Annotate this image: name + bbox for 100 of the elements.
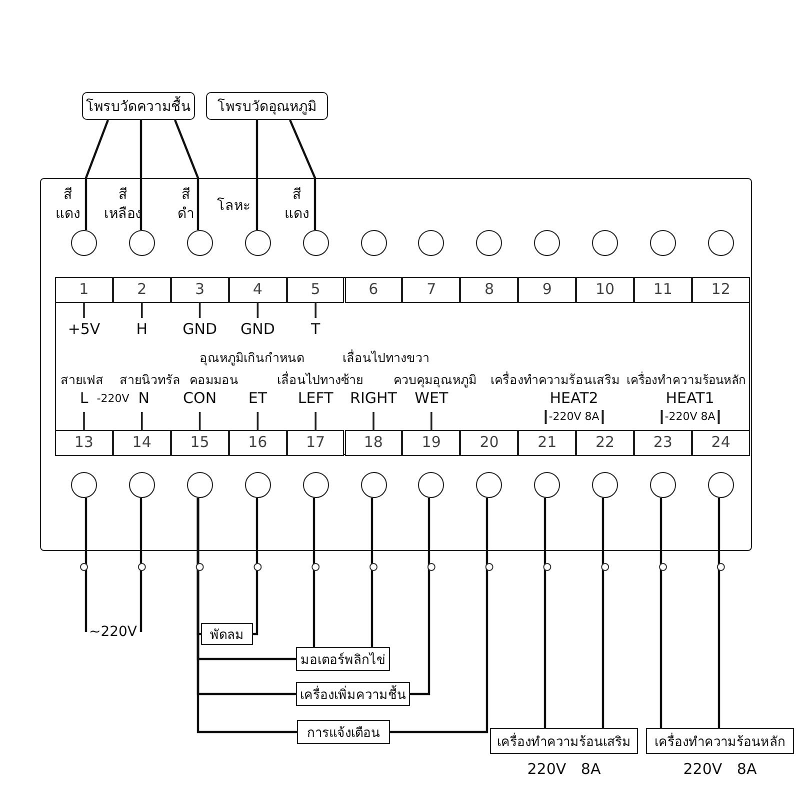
- screw-terminal: [302, 472, 329, 498]
- terminal-number: 12: [692, 277, 750, 303]
- screw-terminal: [534, 472, 560, 498]
- pin-label: T: [311, 320, 320, 339]
- terminal-number: 23: [634, 430, 692, 456]
- wire: [312, 498, 316, 647]
- terminal-number: 13: [55, 430, 113, 456]
- pin-label: N: [138, 389, 150, 408]
- screw-terminal: [71, 230, 97, 256]
- screw-terminal: [128, 230, 155, 256]
- function-label: สายนิวทรัล: [120, 372, 180, 388]
- screw-terminal: [71, 472, 97, 498]
- terminal-number: 22: [576, 430, 634, 456]
- function-label: เลื่อนไปทางซ้าย: [277, 372, 363, 388]
- function-label: คอมมอน: [190, 372, 238, 388]
- rating-label: -220V 8A: [660, 410, 720, 424]
- function-label: ควบคุมอุณหภูมิ: [394, 372, 476, 388]
- wire: [196, 498, 297, 734]
- wire: [84, 120, 110, 230]
- rating-label: 220V 8A: [527, 760, 601, 779]
- pin-label: HEAT1: [666, 389, 714, 408]
- wire: [253, 498, 258, 636]
- pin-label: H: [136, 320, 148, 339]
- wire: [660, 498, 662, 728]
- terminal-number: 7: [402, 277, 460, 303]
- function-label: สายเฟส: [60, 372, 104, 388]
- terminal-number: 6: [344, 277, 402, 303]
- terminal-number: 8: [460, 277, 518, 303]
- wire: [718, 498, 720, 728]
- terminal-number: 4: [228, 277, 287, 303]
- screw-terminal: [244, 472, 271, 498]
- pin-label: +5V: [68, 320, 100, 339]
- terminal-number: 24: [692, 430, 750, 456]
- device-box: พัดลม: [201, 623, 253, 645]
- wire-color-label: สี ดำ: [176, 186, 196, 224]
- screw-terminal: [418, 472, 444, 498]
- pin-label: RIGHT: [350, 389, 397, 408]
- terminal-number: 20: [460, 430, 518, 456]
- screw-terminal: [476, 472, 502, 498]
- screw-terminal: [418, 230, 444, 256]
- terminal-number: 2: [112, 277, 171, 303]
- pin-label: LEFT: [298, 389, 334, 408]
- wire-color-label: โลหะ: [217, 198, 251, 216]
- wire: [288, 120, 316, 230]
- wire: [370, 498, 374, 647]
- screw-terminal: [534, 230, 560, 256]
- pin-label: L: [80, 389, 88, 408]
- screw-terminal: [708, 230, 734, 256]
- screw-terminal: [360, 472, 386, 498]
- pin-label: ET: [248, 389, 267, 408]
- terminal-number: 17: [286, 430, 344, 456]
- function-label: เลื่อนไปทางขวา: [342, 350, 430, 366]
- function-label: อุณหภูมิเกินกำหนด: [200, 350, 304, 366]
- terminal-number: 14: [112, 430, 171, 456]
- screw-terminal: [186, 472, 213, 498]
- wire: [602, 498, 604, 728]
- terminal-number: 5: [286, 277, 344, 303]
- wire: [140, 498, 142, 632]
- voltage-label: ~220V: [90, 622, 136, 642]
- rating-label: 220V 8A: [683, 760, 757, 779]
- heater-box: เครื่องทำความร้อนหลัก: [646, 728, 794, 754]
- function-label: เครื่องทำความร้อนหลัก: [626, 373, 746, 388]
- wire-color-label: สี แดง: [284, 186, 310, 224]
- wire: [140, 120, 142, 230]
- heater-box: เครื่องทำความร้อนเสริม: [490, 728, 638, 754]
- screw-terminal: [186, 230, 213, 256]
- screw-terminal: [650, 472, 676, 498]
- pin-label: GND: [240, 320, 275, 339]
- terminal-number: 19: [402, 430, 460, 456]
- probe-box: โพรบวัดอุณหภูมิ: [206, 92, 328, 120]
- device-box: มอเตอร์พลิกไข่: [296, 647, 390, 671]
- wire: [390, 498, 488, 734]
- pin-label: HEAT2: [550, 389, 598, 408]
- screw-terminal: [302, 230, 329, 256]
- probe-box: โพรบวัดความชื้น: [82, 92, 195, 120]
- device-box: การแจ้งเตือน: [297, 720, 390, 744]
- wire: [174, 120, 200, 230]
- screw-terminal: [708, 472, 734, 498]
- terminal-number: 18: [344, 430, 402, 456]
- voltage-label: -220V: [96, 392, 130, 406]
- terminal-number: 9: [518, 277, 576, 303]
- terminal-number: 15: [170, 430, 229, 456]
- pin-label: CON: [183, 389, 217, 408]
- pin-label: WET: [414, 389, 448, 408]
- terminal-number: 11: [634, 277, 692, 303]
- wire-color-label: สี แดง: [54, 186, 82, 224]
- terminal-number: 3: [170, 277, 229, 303]
- terminal-number: 10: [576, 277, 634, 303]
- terminal-number: 21: [518, 430, 576, 456]
- screw-terminal: [360, 230, 386, 256]
- wire: [544, 498, 546, 728]
- screw-terminal: [244, 230, 271, 256]
- rating-label: -220V 8A: [544, 410, 604, 424]
- device-box: เครื่องเพิ่มความชื้น: [296, 682, 410, 706]
- function-label: เครื่องทำความร้อนเสริม: [490, 372, 620, 388]
- terminal-number: 1: [55, 277, 113, 303]
- pin-label: GND: [182, 320, 217, 339]
- wire: [256, 120, 258, 230]
- terminal-number: 16: [228, 430, 287, 456]
- screw-terminal: [592, 230, 618, 256]
